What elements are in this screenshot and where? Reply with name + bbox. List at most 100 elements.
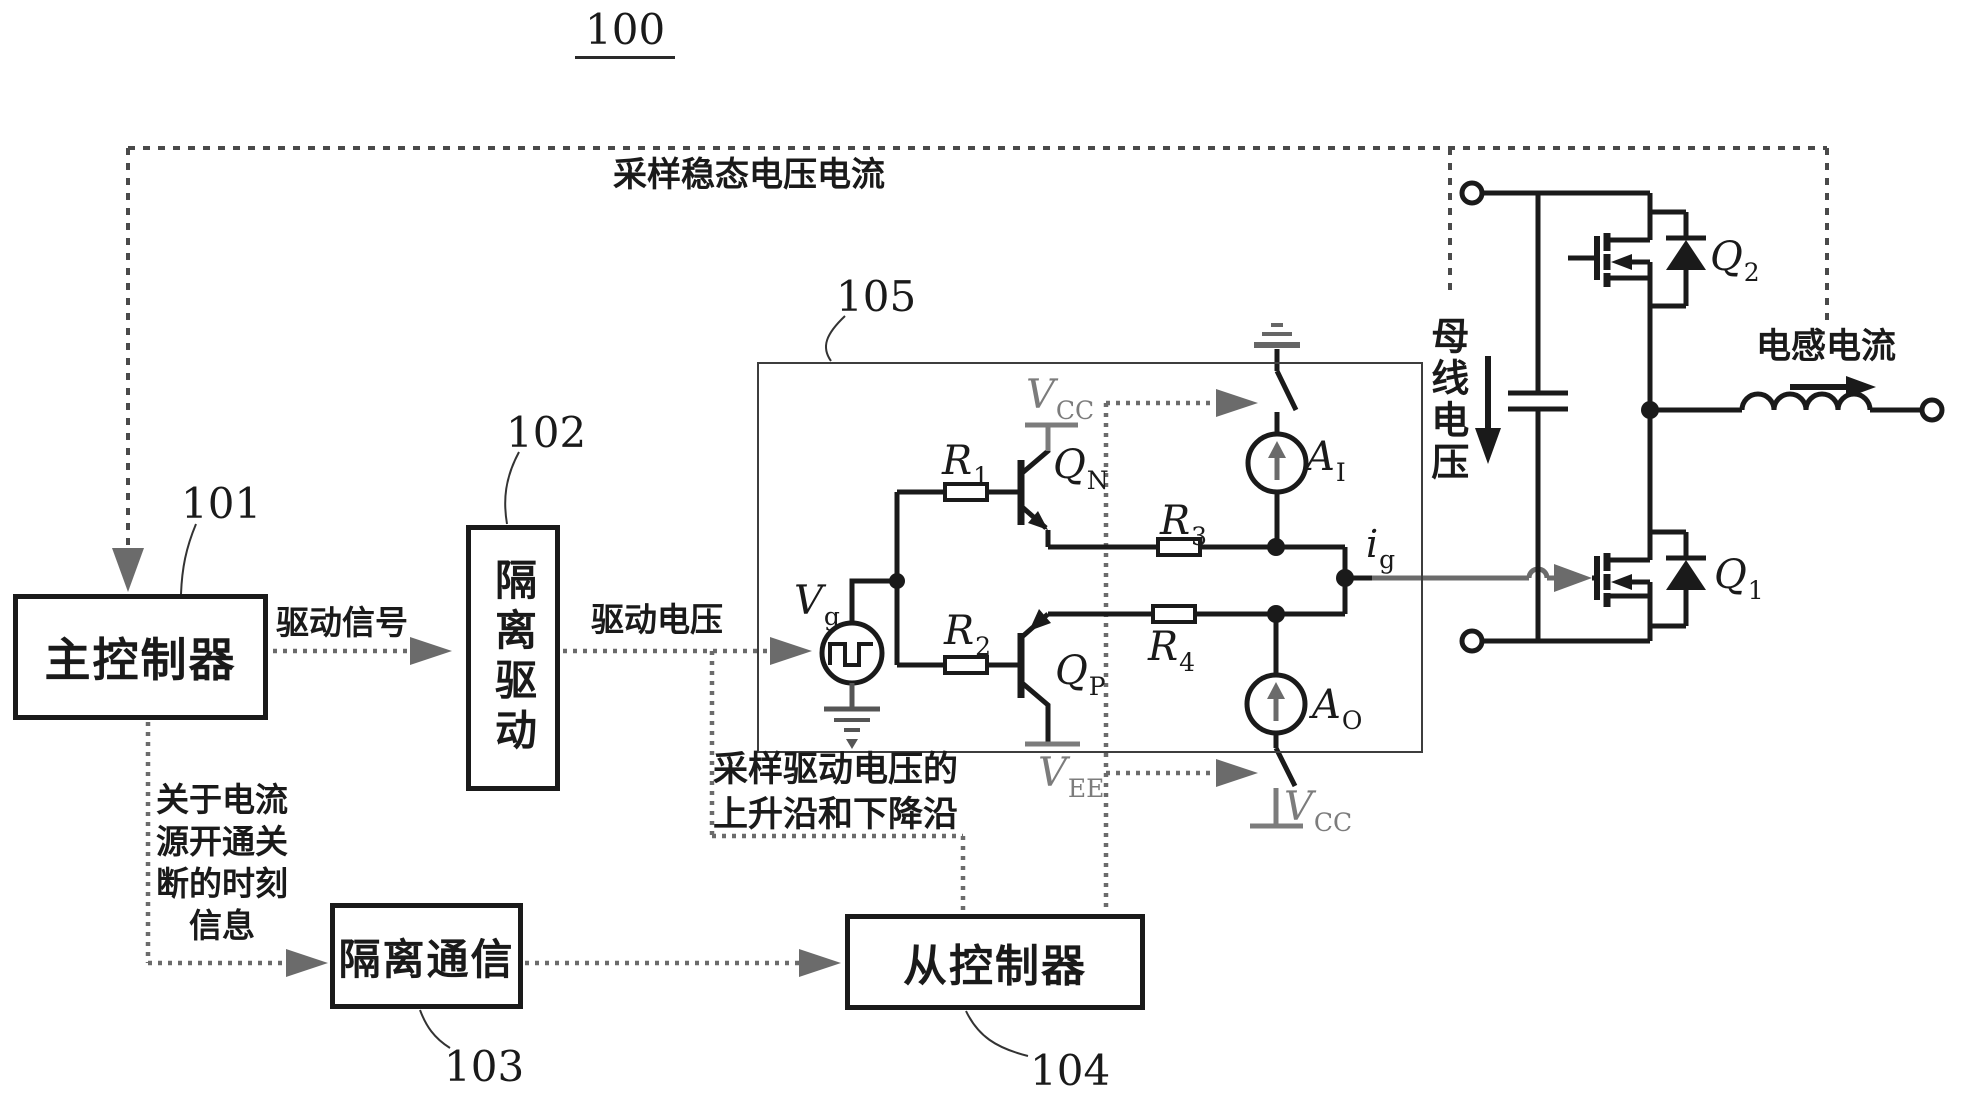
label-vcc-top: VCC — [1026, 372, 1095, 425]
switch-ai — [1274, 349, 1299, 434]
vg-pulse-source — [819, 620, 885, 749]
arrow-into-slave — [799, 949, 841, 977]
ground-icon — [824, 706, 880, 732]
leader-103 — [419, 1009, 451, 1049]
current-source-ao-branch — [1244, 614, 1308, 788]
vcc-top-rail — [1025, 422, 1078, 451]
label-vee: VEE — [1038, 750, 1105, 803]
timing-note-line1: 关于电流 — [156, 780, 288, 819]
power-stage — [1459, 180, 1945, 654]
leader-101 — [180, 523, 197, 595]
figure-number: 100 — [575, 5, 676, 59]
label-r3: R3 — [1160, 498, 1208, 551]
timing-note-line4: 信息 — [189, 906, 255, 945]
ref-104: 104 — [1030, 1046, 1111, 1095]
q2-body-arrow — [1611, 254, 1632, 270]
qn-emitter-arrow — [1028, 511, 1048, 530]
leader-lines — [180, 315, 1029, 1057]
arrow-into-vg-source — [770, 637, 812, 665]
label-q1: Q1 — [1714, 552, 1764, 605]
ref-103: 103 — [444, 1042, 525, 1091]
label-r2: R2 — [944, 608, 992, 661]
label-r1: R1 — [942, 438, 990, 491]
label-qn: QN — [1053, 442, 1109, 495]
inductor-current-arrow-head — [1846, 376, 1876, 398]
q1-body-arrow — [1611, 574, 1632, 590]
annotation-arrows — [1475, 356, 1876, 464]
label-ig: ig — [1366, 522, 1396, 574]
master-controller-label: 主控制器 — [44, 633, 237, 687]
junction-dots — [889, 401, 1659, 623]
isolated-comm-box: 隔离通信 — [330, 903, 523, 1009]
q2-body-diode-leads — [1650, 209, 1706, 309]
switch-ao — [1273, 733, 1298, 788]
resistor-r1 — [943, 482, 989, 502]
leader-104 — [965, 1010, 1029, 1057]
arrow-into-switch-ai — [1216, 389, 1258, 417]
label-ai: AI — [1306, 434, 1346, 487]
qp-emitter-arrow — [1029, 609, 1051, 631]
leader-102 — [504, 451, 520, 525]
qp-collector — [1019, 680, 1051, 744]
isolated-comm-label: 隔离通信 — [338, 934, 515, 984]
supply-rails — [1025, 422, 1303, 829]
ground-icon-top — [1254, 323, 1300, 348]
arrow-into-master — [112, 548, 144, 592]
vg-to-node — [849, 578, 897, 622]
dashed-signal-paths — [145, 400, 1216, 966]
bus-voltage-note: 母线电压 — [1424, 316, 1469, 484]
isolated-drive-label: 隔离驱动 — [488, 558, 538, 758]
master-controller-box: 主控制器 — [13, 594, 268, 720]
inductor-current-note: 电感电流 — [1756, 327, 1897, 367]
label-qp: QP — [1055, 648, 1106, 701]
arrow-into-switch-ao — [1216, 759, 1258, 787]
ground-tip — [846, 739, 858, 749]
slave-controller-box: 从控制器 — [845, 914, 1145, 1010]
driver-circuit-box-105 — [757, 362, 1423, 753]
label-vcc-bottom: VCC — [1284, 784, 1353, 837]
pulse-waveform-icon — [828, 642, 873, 667]
label-ao: AO — [1312, 682, 1363, 735]
dashed-arrowheads — [112, 389, 1258, 977]
mosfet-q2 — [1568, 209, 1706, 410]
top-rail — [1482, 190, 1653, 240]
leader-105 — [825, 315, 846, 362]
q1-body-diode-leads — [1650, 529, 1706, 629]
edge-sampling-note-line1: 采样驱动电压的 — [713, 750, 959, 790]
q2-diode-triangle — [1666, 240, 1706, 270]
label-q2: Q2 — [1710, 234, 1760, 287]
ao-arrow-head — [1267, 682, 1285, 699]
mosfet-q1 — [1594, 410, 1706, 641]
q1-diode-triangle — [1666, 560, 1706, 590]
ref-102: 102 — [506, 408, 587, 457]
resistor-r2 — [943, 655, 989, 675]
ig-arrow-head — [1554, 564, 1592, 592]
timing-info-line — [145, 722, 286, 966]
vcc-bottom-rail — [1250, 788, 1303, 829]
edge-sampling-note-line2: 上升沿和下降沿 — [713, 795, 959, 835]
steady-sampling-note: 采样稳态电压电流 — [613, 155, 885, 195]
ai-arrow-head — [1268, 441, 1286, 458]
power-stage-fills — [1611, 240, 1706, 590]
arrow-into-iso-comm — [286, 949, 328, 977]
resistor-r3 — [1156, 537, 1202, 557]
q2-terminals — [1607, 237, 1653, 410]
bus-terminal-top — [1459, 180, 1485, 206]
isolated-drive-box: 隔离驱动 — [466, 525, 560, 791]
q1-terminals — [1607, 410, 1653, 641]
capacitor-plates — [1508, 390, 1568, 412]
drive-voltage-note: 驱动电压 — [591, 600, 723, 639]
label-r4: R4 — [1148, 624, 1196, 677]
timing-note-line3: 断的时刻 — [156, 864, 288, 903]
ref-101: 101 — [181, 479, 262, 528]
drive-signal-note: 驱动信号 — [276, 603, 408, 642]
bus-terminal-bottom — [1459, 628, 1485, 654]
output-terminal — [1919, 397, 1945, 423]
arrow-into-iso-drive — [410, 637, 452, 665]
dashed-sampling-paths — [126, 146, 1829, 548]
bus-voltage-arrow-head — [1475, 428, 1501, 464]
resistor-r4 — [1151, 604, 1197, 624]
ref-105: 105 — [836, 272, 917, 321]
